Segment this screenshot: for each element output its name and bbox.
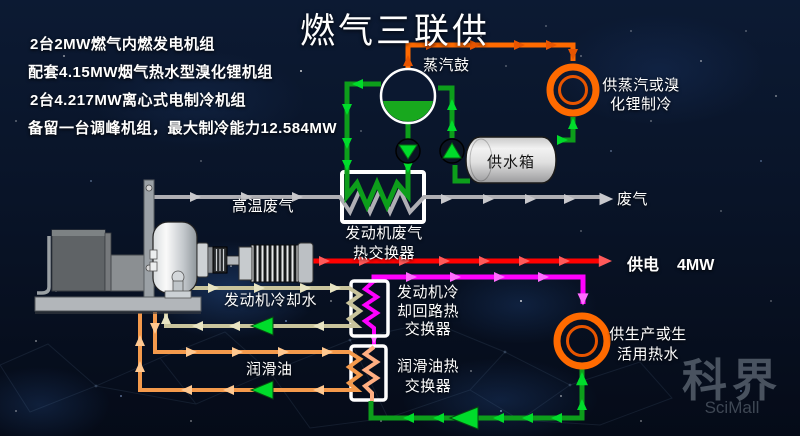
cooling-circuit-heat-exchanger-box [349, 279, 390, 338]
info-line-2: 配套4.15MW烟气热水型溴化锂机组 [28, 64, 273, 81]
power-supply-line [313, 255, 612, 267]
plexus-network-decoration [0, 320, 673, 429]
steam-drum-circulation-pipe [342, 79, 413, 213]
exhaust-hx-label: 发动机废气 热交换器 [345, 225, 423, 262]
cooling-hx-label: 发动机冷 却回路热 交换器 [396, 284, 459, 338]
steam-chiller-label: 供蒸汽或溴 化锂制冷 [602, 77, 680, 113]
info-line-1: 2台2MW燃气内燃发电机组 [30, 36, 215, 53]
engine-cooling-water-label: 发动机冷却水 [224, 292, 318, 309]
info-line-3: 2台4.217MW离心式电制冷机组 [30, 92, 247, 109]
hot-water-label: 供生产或生 活用热水 [609, 326, 687, 363]
feed-water-tank-icon [465, 136, 557, 184]
lube-hx-label: 润滑油热 交换器 [396, 358, 459, 395]
steam-drum-icon [379, 67, 437, 125]
tank-chiller-pipe [557, 117, 578, 145]
slide-title: 燃气三联供 [299, 12, 490, 52]
feed-water-tank-label: 供水箱 [486, 154, 535, 171]
watermark-subtitle: SciMall [704, 398, 760, 417]
flow-arrow [249, 316, 274, 336]
lube-oil-label: 润滑油 [246, 361, 293, 378]
lube-oil-heat-exchanger-box [349, 344, 388, 402]
info-line-4: 备留一台调峰机组，最大制冷能力12.584MW [28, 120, 338, 137]
valve-icon [395, 138, 421, 164]
hot-water-consumer-icon [553, 312, 611, 370]
flow-arrow [249, 380, 274, 400]
high-temp-exhaust-label: 高温废气 [232, 198, 295, 215]
engine-cooling-water-pipe [161, 283, 364, 336]
steam-absorption-chiller-icon [546, 63, 600, 117]
steam-supply-pipe [403, 40, 578, 69]
exhaust-out-label: 废气 [617, 191, 649, 208]
lube-hx-water-coil [361, 345, 381, 401]
hot-water-return-pipe [368, 367, 588, 430]
lube-oil-pipe [135, 312, 364, 400]
pump-icon [439, 138, 465, 164]
engine-generator-unit [34, 179, 314, 314]
steam-drum-label: 蒸汽鼓 [423, 57, 470, 74]
flow-arrow [448, 406, 479, 430]
feedwater-pump-pipe [438, 85, 470, 184]
watermark-brand: 科界 [681, 354, 782, 407]
